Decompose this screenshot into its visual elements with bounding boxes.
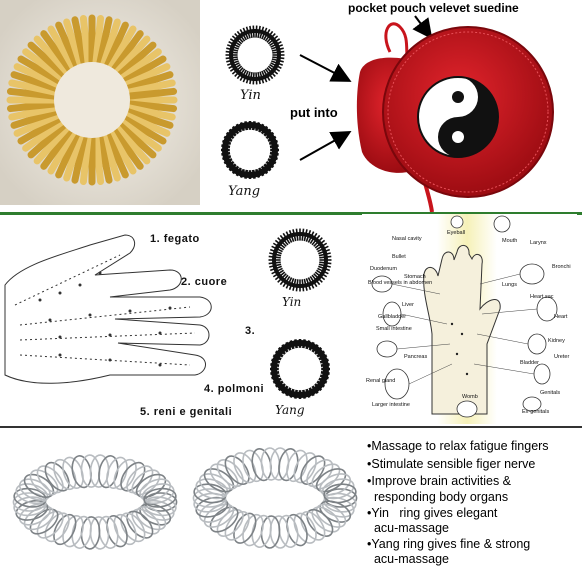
- organ-label: Duodenum: [370, 266, 397, 272]
- hand-point-2: 2. cuore: [181, 276, 228, 288]
- silver-rings-photo: [0, 430, 362, 576]
- yang-ring-middle: [264, 333, 336, 405]
- reflexology-chart: Nasal cavity Eyeball Mouth Larynx Bullet…: [362, 214, 577, 424]
- hand-point-5: 5. reni e genitali: [140, 406, 233, 418]
- feature-4b: acu-massage: [367, 521, 449, 535]
- gold-ring-image: [0, 0, 200, 205]
- organ-label: Kidney: [548, 338, 565, 344]
- hand-point-1: 1. fegato: [150, 233, 200, 245]
- organ-label: Mouth: [502, 238, 518, 244]
- organ-label: Heart sac: [530, 294, 554, 300]
- organ-label: Gallbladder: [378, 314, 407, 320]
- organ-label: Genitals: [540, 390, 561, 396]
- yang-caption-middle: Yang: [275, 403, 305, 417]
- organ-label: Lungs: [502, 282, 517, 288]
- yang-ring-small: [215, 115, 285, 185]
- feature-5: •Yang ring gives fine & strong: [367, 537, 531, 551]
- feature-3b: responding body organs: [367, 490, 509, 504]
- divider-top: [0, 212, 582, 215]
- organ-label: Eyeball: [447, 230, 466, 236]
- pouch-label: pocket pouch velevet suedine: [348, 1, 519, 15]
- organ-label: Blood vessels in abdomen: [368, 280, 433, 286]
- organ-label: Bullet: [392, 254, 406, 260]
- yin-caption-top: Yin: [240, 88, 261, 103]
- organ-label: Nasal cavity: [392, 236, 422, 242]
- yin-caption-middle: Yin: [282, 295, 302, 309]
- organ-label: Bronchi: [552, 264, 571, 270]
- organ-label: Womb: [462, 394, 478, 400]
- organ-label: Ex-genitals: [522, 409, 550, 415]
- organ-label: Ureter: [554, 354, 570, 360]
- feature-3: •Improve brain activities &: [367, 474, 512, 488]
- hand-diagram: [4, 234, 212, 384]
- feature-4: •Yin ring gives elegant: [367, 506, 498, 520]
- organ-label: Bladder: [520, 360, 539, 366]
- organ-label: Liver: [402, 302, 414, 308]
- hand-point-4: 4. polmoni: [204, 383, 264, 395]
- organ-label: Pancreas: [404, 354, 428, 360]
- organ-label: Larger intestine: [372, 402, 410, 408]
- organ-label: Larynx: [530, 240, 547, 246]
- yin-ring-middle: [262, 222, 338, 298]
- pouch-label-arrow: [412, 15, 433, 40]
- divider-bottom: [0, 426, 582, 428]
- feature-1: •Massage to relax fatigue fingers: [367, 439, 549, 453]
- yang-caption-top: Yang: [228, 184, 261, 199]
- organ-label: Small intestine: [376, 326, 412, 332]
- red-pouch: [356, 22, 554, 213]
- yin-ring-small: [220, 20, 290, 90]
- hand-point-3: 3.: [245, 325, 256, 337]
- organ-label: Renal gland: [366, 378, 396, 384]
- feature-5b: acu-massage: [367, 552, 449, 566]
- organ-label: Heart: [554, 314, 568, 320]
- feature-2: •Stimulate sensible figer nerve: [367, 457, 536, 471]
- arrows: [299, 54, 352, 161]
- gold-ring-photo: [0, 0, 200, 205]
- put-into-label: put into: [290, 105, 338, 120]
- organ-label: Stomach: [404, 274, 426, 280]
